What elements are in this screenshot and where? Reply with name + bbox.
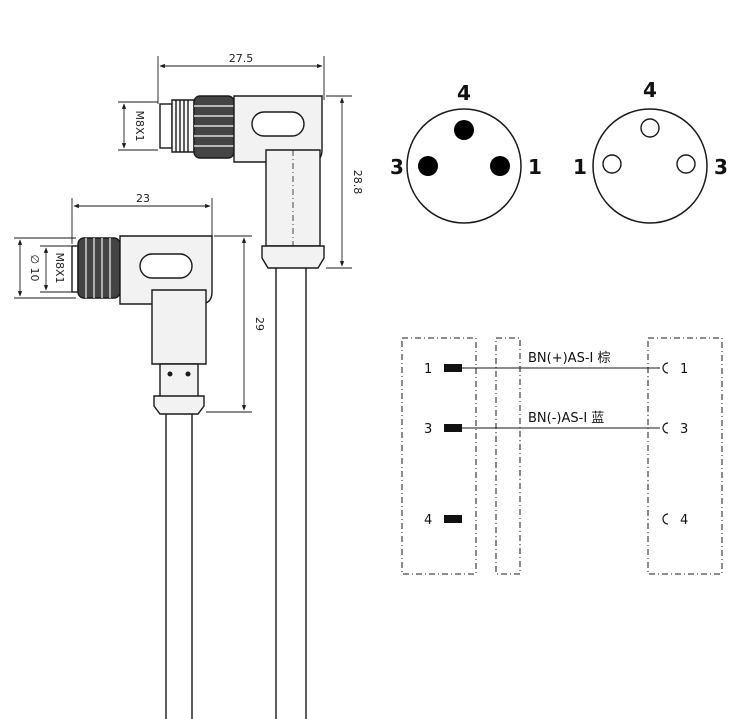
bottom-height-dim: 29: [253, 317, 266, 331]
female-socket-3: [676, 154, 696, 174]
female-face-view: [592, 108, 708, 224]
wiring-male-pin-4: [444, 515, 462, 523]
female-label-left: 1: [573, 155, 587, 179]
wiring-female-socket-1: [662, 362, 669, 374]
wire-label-negative: BN(-)AS-I 蓝: [528, 411, 604, 426]
wiring-left-pin-1: 1: [424, 362, 432, 377]
male-pin-3: [418, 156, 438, 176]
top-height-dim: 28.8: [351, 170, 364, 195]
bottom-width-dim: 23: [136, 192, 150, 205]
female-label-right: 3: [714, 155, 728, 179]
wiring-diagram: [401, 337, 723, 575]
wire-label-positive: BN(+)AS-I 棕: [528, 351, 610, 366]
top-width-dim: 27.5: [229, 52, 254, 65]
wiring-male-pin-1: [444, 364, 462, 372]
male-pin-4: [454, 120, 474, 140]
wiring-right-pin-3: 3: [680, 422, 688, 437]
female-socket-1: [602, 154, 622, 174]
wiring-male-pin-3: [444, 424, 462, 432]
bottom-diameter-dim: ∅ 10: [28, 254, 41, 281]
bottom-connector: [71, 235, 213, 719]
female-label-top: 4: [643, 78, 657, 102]
wiring-right-pin-1: 1: [680, 362, 688, 377]
top-dimensions: [118, 56, 352, 269]
male-pin-1: [490, 156, 510, 176]
female-socket-4: [640, 118, 660, 138]
male-face-view: [406, 108, 522, 224]
bottom-dimensions: [14, 198, 252, 413]
wiring-female-socket-3: [662, 422, 669, 434]
wiring-female-socket-4: [662, 513, 669, 525]
male-label-right: 1: [528, 155, 542, 179]
male-label-left: 3: [390, 155, 404, 179]
top-connector: [159, 95, 325, 719]
bottom-thread-dim: M8X1: [53, 252, 66, 283]
top-thread-dim: M8X1: [133, 110, 146, 141]
wiring-left-pin-3: 3: [424, 422, 432, 437]
wiring-left-pin-4: 4: [424, 513, 432, 528]
male-label-top: 4: [457, 81, 471, 105]
wiring-right-pin-4: 4: [680, 513, 688, 528]
